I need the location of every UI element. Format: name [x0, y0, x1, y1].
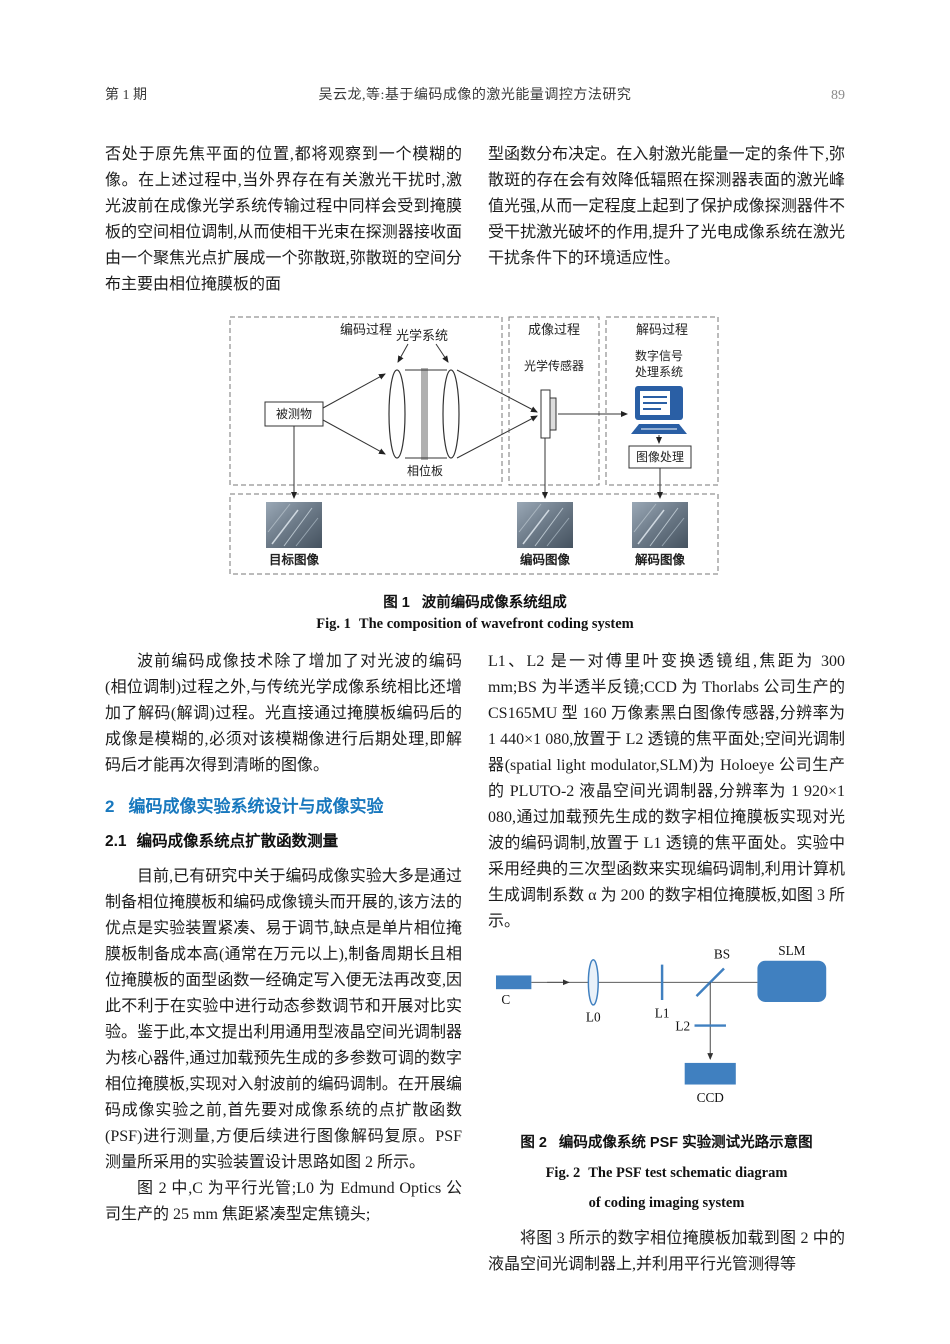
section-2-1-heading: 2.1 编码成像系统点扩散函数测量	[105, 831, 462, 853]
computer-icon	[631, 386, 687, 434]
optical-sensor-icon	[540, 389, 551, 439]
page-header: 第 1 期 吴云龙,等:基于编码成像的激光能量调控方法研究 89	[105, 84, 845, 104]
ccd-label: CCD	[696, 1090, 724, 1105]
ccd-icon	[684, 1062, 736, 1085]
top-text-row: 否处于原先焦平面的位置,都将观察到一个模糊的像。在上述过程中,当外界存在有关激光…	[105, 142, 845, 298]
slm-label: SLM	[778, 943, 805, 958]
figure-1-title-en: The composition of wavefront coding syst…	[358, 616, 634, 632]
measured-object-box	[264, 401, 324, 427]
paragraph: 波前编码成像技术除了增加了对光波的编码(相位调制)过程之外,与传统光学成像系统相…	[105, 653, 462, 774]
figure-2-title-en: The PSF test schematic diagram	[588, 1165, 788, 1181]
decoded-image-thumbnail	[632, 502, 688, 548]
right-column-bottom: L1、L2 是一对傅里叶变换透镜组,焦距为 300 mm;BS 为半透半反镜;C…	[488, 649, 845, 1278]
paragraph: L1、L2 是一对傅里叶变换透镜组,焦距为 300 mm;BS 为半透半反镜;C…	[488, 653, 845, 930]
lens-1-icon	[388, 369, 406, 459]
coded-image-label: 编码图像	[520, 552, 571, 567]
paragraph: 目前,已有研究中关于编码成像实验大多是通过制备相位掩膜板和编码成像镜头而开展的,…	[105, 868, 462, 1172]
image-processing-label: 图像处理	[636, 450, 684, 464]
lens-l0-label: L0	[585, 1010, 600, 1025]
lens-l0-icon	[587, 958, 599, 1006]
left-column-top: 否处于原先焦平面的位置,都将观察到一个模糊的像。在上述过程中,当外界存在有关激光…	[105, 142, 462, 298]
paragraph: 否处于原先焦平面的位置,都将观察到一个模糊的像。在上述过程中,当外界存在有关激光…	[105, 146, 462, 293]
figure-2-caption-en-line1: Fig. 2 The PSF test schematic diagram	[488, 1160, 845, 1186]
figure-1-title: 波前编码成像系统组成	[421, 595, 567, 611]
imaging-process-box	[508, 316, 600, 486]
decoding-process-label: 解码过程	[636, 322, 688, 337]
target-image-label: 目标图像	[269, 552, 320, 567]
optical-sensor-mount	[549, 397, 557, 431]
figure-1: 编码过程 成像过程 解码过程 光学系统 被测物 相位板 光学传感器	[105, 312, 845, 633]
figure-1-number: 图 1	[383, 595, 410, 611]
measured-object-label: 被测物	[276, 407, 312, 421]
phase-plate-label: 相位板	[407, 463, 443, 478]
imaging-process-label: 成像过程	[528, 322, 580, 337]
lens-2-icon	[442, 369, 460, 459]
figure-1-caption-en: Fig. 1 The composition of wavefront codin…	[105, 616, 845, 633]
figure-2-title: 编码成像系统 PSF 实验测试光路示意图	[558, 1135, 813, 1151]
dsp-label-line2: 处理系统	[635, 365, 683, 379]
figure-2-caption-zh: 图 2 编码成像系统 PSF 实验测试光路示意图	[488, 1130, 845, 1156]
coding-process-label: 编码过程	[340, 322, 392, 337]
figure-1-number-en: Fig. 1	[316, 616, 351, 632]
running-title: 吴云龙,等:基于编码成像的激光能量调控方法研究	[318, 88, 632, 103]
figure-1-diagram: 编码过程 成像过程 解码过程 光学系统 被测物 相位板 光学传感器	[229, 316, 719, 575]
figure-2: C L0 L1 BS SLM L2	[488, 943, 845, 1216]
lens-l2-label: L2	[675, 1018, 690, 1033]
left-column-bottom: 波前编码成像技术除了增加了对光波的编码(相位调制)过程之外,与传统光学成像系统相…	[105, 649, 462, 1278]
figure-2-number: 图 2	[520, 1135, 547, 1151]
paragraph: 将图 3 所示的数字相位掩膜板加载到图 2 中的液晶空间光调制器上,并利用平行光…	[488, 1230, 845, 1273]
paragraph: 图 2 中,C 为平行光管;L0 为 Edmund Optics 公司生产的 2…	[105, 1180, 462, 1224]
page-number: 89	[831, 88, 845, 103]
paper-page: 第 1 期 吴云龙,等:基于编码成像的激光能量调控方法研究 89 否处于原先焦平…	[105, 84, 845, 1278]
target-image-thumbnail	[266, 502, 322, 548]
lens-l1-label: L1	[654, 1006, 669, 1021]
dsp-label-line1: 数字信号	[635, 348, 683, 363]
section-2-1-number: 2.1	[105, 832, 127, 850]
coding-process-box	[229, 316, 503, 486]
figure-1-caption-zh: 图 1 波前编码成像系统组成	[105, 591, 845, 612]
decoded-image-label: 解码图像	[635, 552, 686, 567]
slm-icon	[756, 960, 826, 1002]
journal-issue: 第 1 期	[105, 88, 147, 103]
collimator-icon	[495, 975, 531, 990]
right-column-top: 型函数分布决定。在入射激光能量一定的条件下,弥散斑的存在会有效降低辐照在探测器表…	[488, 142, 845, 298]
figure-2-caption-en-line2: of coding imaging system	[588, 1195, 745, 1211]
beam-splitter-icon	[695, 967, 725, 997]
collimator-label: C	[501, 992, 510, 1007]
section-2-1-title: 编码成像系统点扩散函数测量	[136, 832, 339, 850]
figure-2-number-en: Fig. 2	[545, 1165, 581, 1181]
section-2-title: 编码成像实验系统设计与成像实验	[128, 797, 384, 816]
section-2-heading: 2 编码成像实验系统设计与成像实验	[105, 795, 462, 819]
optical-sensor-label: 光学传感器	[524, 358, 584, 373]
paragraph: 型函数分布决定。在入射激光能量一定的条件下,弥散斑的存在会有效降低辐照在探测器表…	[488, 146, 845, 267]
phase-plate-icon	[421, 368, 428, 460]
coded-image-thumbnail	[517, 502, 573, 548]
images-box	[229, 493, 719, 575]
beam-splitter-label: BS	[713, 947, 729, 962]
figure-2-diagram: C L0 L1 BS SLM L2	[495, 943, 826, 1105]
decoding-process-box	[605, 316, 719, 486]
section-2-number: 2	[105, 797, 115, 816]
bottom-text-row: 波前编码成像技术除了增加了对光波的编码(相位调制)过程之外,与传统光学成像系统相…	[105, 649, 845, 1278]
optical-system-label: 光学系统	[396, 328, 448, 343]
